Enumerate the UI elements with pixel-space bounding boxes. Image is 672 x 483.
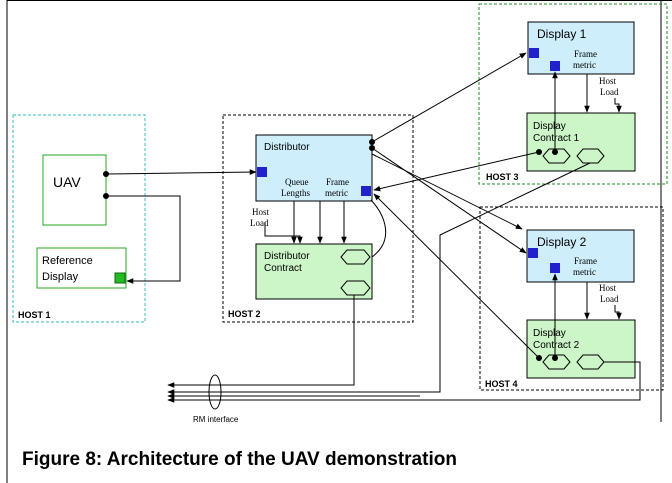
rm-interface-label: RM interface bbox=[193, 415, 239, 424]
host-load-arrow-h3 bbox=[614, 98, 622, 113]
host-load-label-h3-2: Load bbox=[600, 87, 619, 97]
distributor-contract-hex-bottom bbox=[340, 280, 371, 296]
display1-input-port bbox=[529, 48, 539, 58]
host-load-label-h3-1: Host bbox=[599, 76, 617, 86]
connection-dots bbox=[103, 139, 558, 361]
host4-label: HOST 4 bbox=[485, 379, 518, 389]
display-contract1-hex-right bbox=[576, 148, 605, 164]
contract2-rm-link bbox=[175, 361, 641, 401]
distributor-lengths-label: Lengths bbox=[281, 188, 310, 198]
display-contract2-label-2: Contract 2 bbox=[533, 340, 580, 351]
contract2-to-distributor-arrow bbox=[373, 193, 540, 359]
reference-display-box bbox=[36, 247, 127, 289]
distributor-to-display2-arrow bbox=[371, 147, 527, 254]
display1-box bbox=[527, 21, 635, 75]
display1-metric-label: metric bbox=[573, 60, 596, 70]
reference-display-label-1: Reference bbox=[42, 255, 93, 267]
uav-to-distributor-arrow bbox=[105, 169, 257, 175]
contract2-dot bbox=[536, 355, 542, 361]
display2-frame-label: Frame bbox=[574, 256, 597, 266]
distributor-contract-rm-link bbox=[175, 295, 355, 386]
display1-frame-metric-port bbox=[550, 61, 560, 71]
distributor-to-host4-arrow bbox=[371, 153, 523, 230]
host-load-label-h2-1: Host bbox=[252, 207, 270, 217]
display-contract2-label-1: Display bbox=[533, 328, 566, 339]
display2-label: Display 2 bbox=[537, 235, 587, 249]
uav-out-dot-1 bbox=[103, 171, 109, 177]
host4-region bbox=[479, 206, 664, 391]
host1-region bbox=[12, 114, 146, 323]
contract-feedback-curve bbox=[370, 199, 387, 258]
figure-caption: Figure 8: Architecture of the UAV demons… bbox=[22, 449, 457, 470]
contract1-dot bbox=[536, 149, 542, 155]
distributor-contract-hex-top bbox=[340, 249, 371, 265]
display2-input-port bbox=[528, 248, 538, 258]
host-load-label-h4-2: Load bbox=[600, 294, 619, 304]
display-contract1-hex-left bbox=[542, 148, 571, 164]
reference-display-label-2: Display bbox=[42, 271, 79, 283]
display1-label: Display 1 bbox=[537, 27, 587, 41]
distributor-out-dot-2 bbox=[369, 145, 375, 151]
reference-display-port bbox=[114, 272, 126, 284]
display2-metric-label: metric bbox=[573, 267, 596, 277]
contract1-rm-link bbox=[175, 162, 591, 393]
uav-to-reference-arrow bbox=[106, 195, 181, 284]
display-contract2-box bbox=[526, 319, 636, 379]
display-contract2-hex-left bbox=[542, 354, 571, 370]
host-load-label-h2-2: Load bbox=[250, 218, 269, 228]
contract1-dot-2 bbox=[552, 149, 558, 155]
distributor-label: Distributor bbox=[264, 142, 310, 153]
host2-label: HOST 2 bbox=[228, 309, 261, 319]
display2-frame-metric-port bbox=[550, 263, 560, 273]
uav-label: UAV bbox=[53, 174, 81, 190]
distributor-input-port bbox=[257, 167, 267, 177]
distributor-queue-label: Queue bbox=[285, 177, 309, 187]
host3-region bbox=[478, 3, 668, 185]
display-contract1-label-2: Contract 1 bbox=[533, 133, 580, 144]
uav-out-dot-2 bbox=[103, 193, 109, 199]
distributor-out-dot-1 bbox=[369, 139, 375, 145]
distributor-contract-label-2: Contract bbox=[264, 263, 302, 274]
display1-frame-label: Frame bbox=[574, 49, 597, 59]
display2-box bbox=[526, 229, 635, 283]
host1-label: HOST 1 bbox=[18, 310, 51, 320]
distributor-to-display1-arrow bbox=[371, 52, 527, 143]
host2-region bbox=[222, 114, 414, 323]
host3-label: HOST 3 bbox=[486, 172, 519, 182]
contract2-dot-2 bbox=[552, 355, 558, 361]
contract1-to-distributor-arrow bbox=[373, 151, 540, 192]
distributor-frame-metric-port bbox=[361, 186, 371, 196]
connections bbox=[105, 52, 641, 403]
distributor-metric-label: metric bbox=[325, 188, 348, 198]
uav-box bbox=[42, 154, 107, 226]
distributor-frame-label: Frame bbox=[326, 177, 349, 187]
display-contract1-label-1: Display bbox=[533, 121, 566, 132]
rm-interface-ellipse bbox=[208, 374, 222, 410]
distributor-box bbox=[255, 134, 373, 202]
display-contract2-hex-right bbox=[576, 354, 605, 370]
distributor-contract-label-1: Distributor bbox=[264, 251, 310, 262]
host-load-label-h4-1: Host bbox=[599, 283, 617, 293]
host-load-arrow-h2 bbox=[264, 222, 303, 244]
host-load-arrow-h4 bbox=[614, 305, 622, 320]
